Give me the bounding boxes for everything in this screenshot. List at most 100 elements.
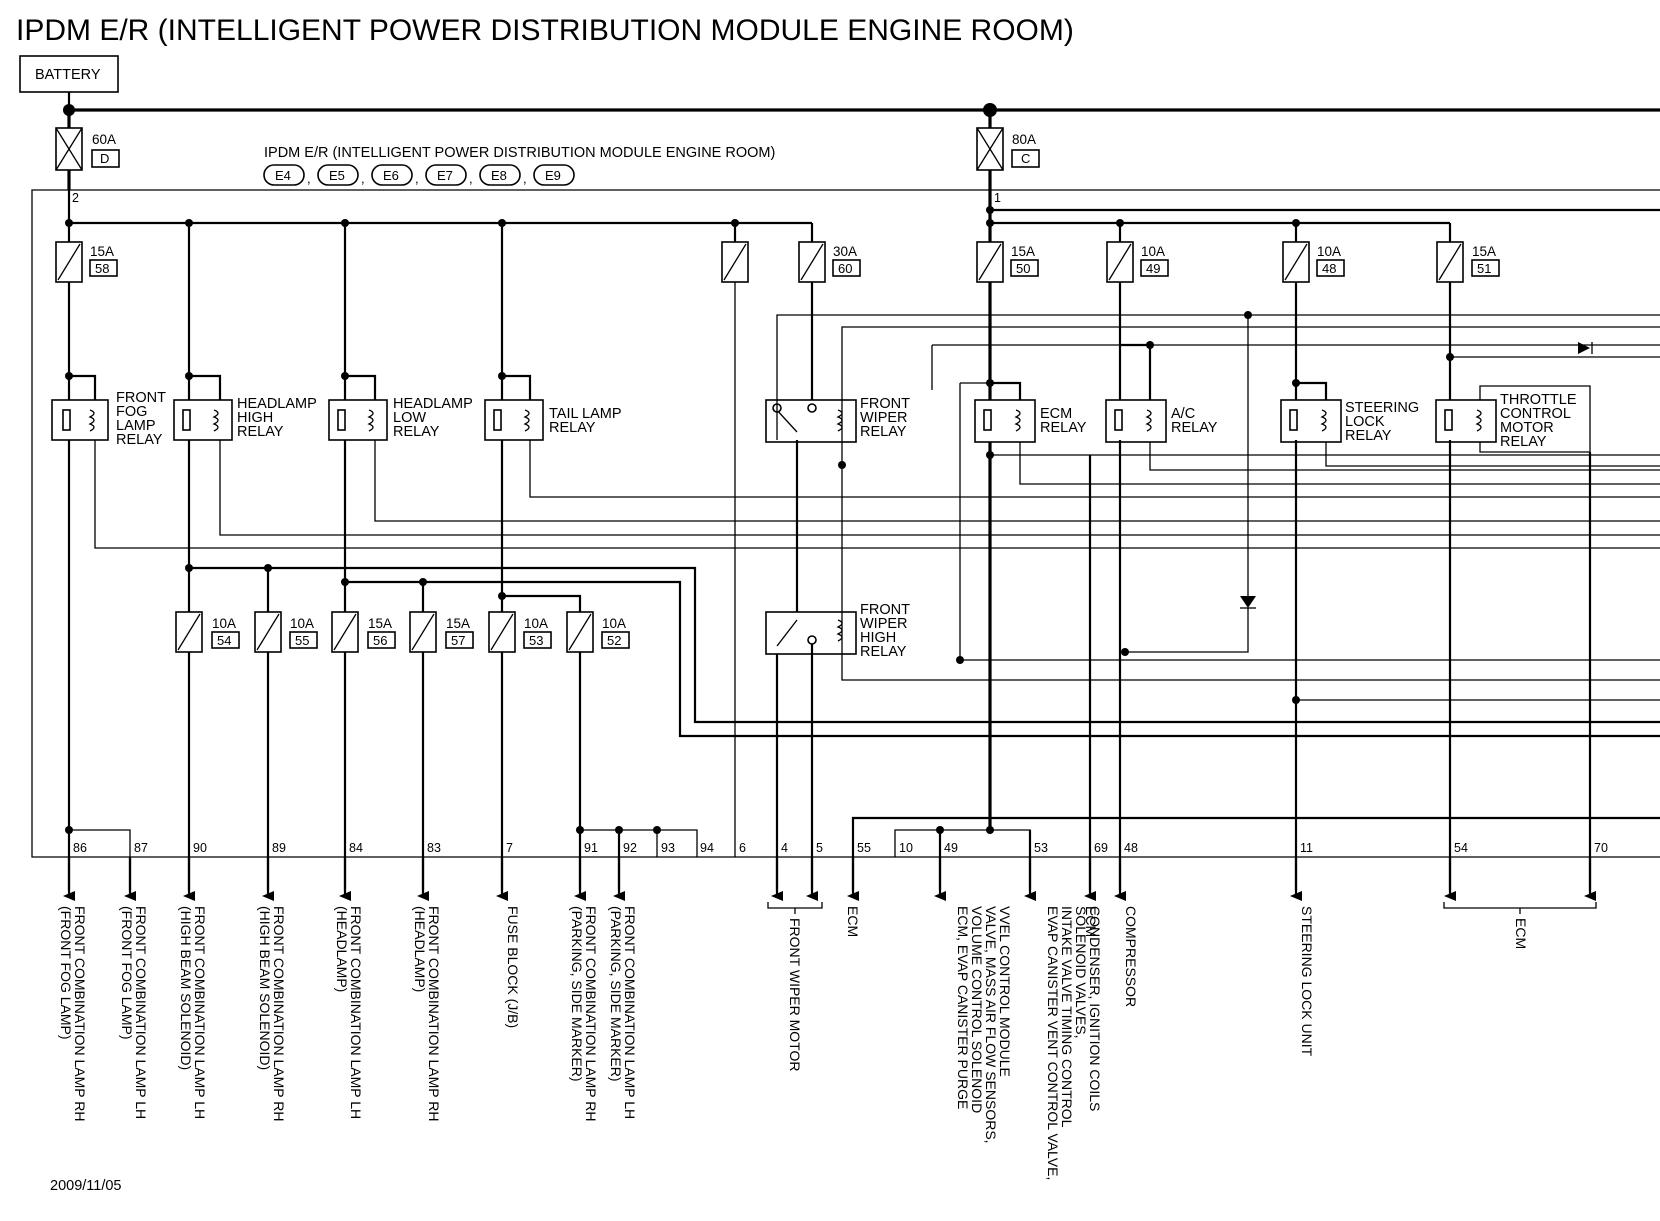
svg-text:10A: 10A (524, 616, 548, 631)
svg-text:89: 89 (272, 841, 286, 855)
svg-text:70: 70 (1594, 841, 1608, 855)
svg-text:53: 53 (1034, 841, 1048, 855)
svg-text:54: 54 (1454, 841, 1468, 855)
svg-text:FRONT: FRONT (860, 602, 910, 618)
svg-text:15A: 15A (1011, 244, 1035, 259)
date-stamp: 2009/11/05 (50, 1178, 122, 1194)
svg-text:10A: 10A (1141, 244, 1165, 259)
svg-text:FRONT COMBINATION LAMP LH(PARK: FRONT COMBINATION LAMP LH(PARKING, SIDE … (608, 906, 638, 1119)
svg-text:92: 92 (623, 841, 637, 855)
svg-text:TAIL LAMP: TAIL LAMP (549, 406, 622, 422)
svg-text:90: 90 (193, 841, 207, 855)
svg-text:6: 6 (739, 841, 746, 855)
svg-text:,: , (415, 171, 419, 186)
svg-text:EVAP CANISTER VENT CONTROL VAL: EVAP CANISTER VENT CONTROL VALVE,INTAKE … (1045, 906, 1103, 1180)
svg-text:MOTOR: MOTOR (1500, 420, 1554, 436)
svg-text:87: 87 (134, 841, 148, 855)
svg-text:RELAY: RELAY (1040, 420, 1087, 436)
svg-text:10A: 10A (290, 616, 314, 631)
svg-text:56: 56 (373, 633, 387, 648)
svg-text:49: 49 (1146, 261, 1160, 276)
svg-text:15A: 15A (90, 244, 114, 259)
svg-text:49: 49 (944, 841, 958, 855)
svg-text:HIGH: HIGH (237, 410, 273, 426)
svg-text:FRONT: FRONT (116, 390, 166, 406)
svg-text:57: 57 (451, 633, 465, 648)
svg-text:RELAY: RELAY (860, 644, 907, 660)
svg-text:30A: 30A (833, 244, 857, 259)
svg-text:WIPER: WIPER (860, 616, 908, 632)
svg-text:,: , (307, 171, 311, 186)
svg-text:83: 83 (427, 841, 441, 855)
svg-text:86: 86 (73, 841, 87, 855)
svg-text:RELAY: RELAY (393, 424, 440, 440)
svg-text:HEADLAMP: HEADLAMP (393, 396, 473, 412)
svg-text:FRONT COMBINATION LAMP RH(PARK: FRONT COMBINATION LAMP RH(PARKING, SIDE … (569, 906, 599, 1121)
svg-text:ECM: ECM (845, 906, 861, 937)
svg-text:C: C (1021, 151, 1030, 166)
svg-text:48: 48 (1322, 261, 1336, 276)
svg-text:94: 94 (700, 841, 714, 855)
svg-text:ECM: ECM (1040, 406, 1072, 422)
svg-text:10: 10 (899, 841, 913, 855)
svg-text:15A: 15A (446, 616, 470, 631)
svg-text:10A: 10A (1317, 244, 1341, 259)
svg-text:69: 69 (1094, 841, 1108, 855)
svg-text:WIPER: WIPER (860, 410, 908, 426)
svg-text:4: 4 (781, 841, 788, 855)
module-label: IPDM E/R (INTELLIGENT POWER DISTRIBUTION… (264, 145, 775, 161)
svg-text:10A: 10A (212, 616, 236, 631)
svg-text:15A: 15A (1472, 244, 1496, 259)
module-boundary (31, 189, 1660, 858)
svg-text:80A: 80A (1012, 132, 1036, 147)
svg-text:RELAY: RELAY (116, 432, 163, 448)
svg-text:THROTTLE: THROTTLE (1500, 392, 1577, 408)
svg-text:RELAY: RELAY (237, 424, 284, 440)
svg-text:E8: E8 (491, 168, 507, 183)
fusible-link-80a: 80A C 1 (976, 110, 1040, 205)
svg-text:58: 58 (95, 261, 109, 276)
svg-text:10A: 10A (602, 616, 626, 631)
svg-text:E4: E4 (275, 168, 291, 183)
svg-text:RELAY: RELAY (860, 424, 907, 440)
svg-text:E5: E5 (329, 168, 345, 183)
fusible-link-60a: 60A D 2 (55, 110, 120, 205)
svg-text:60: 60 (838, 261, 852, 276)
svg-text:LOCK: LOCK (1345, 414, 1385, 430)
svg-text:48: 48 (1124, 841, 1138, 855)
svg-text:11: 11 (1300, 841, 1313, 855)
svg-text:ECM, EVAP CANISTER PURGEVOLUME: ECM, EVAP CANISTER PURGEVOLUME CONTROL S… (955, 906, 1013, 1144)
svg-text:RELAY: RELAY (1500, 434, 1547, 450)
battery-box (19, 55, 119, 93)
svg-text:E6: E6 (383, 168, 399, 183)
svg-text:91: 91 (584, 841, 598, 855)
svg-text:FRONT COMBINATION LAMP LH(HIGH: FRONT COMBINATION LAMP LH(HIGH BEAM SOLE… (178, 906, 208, 1119)
svg-text:COMPRESSOR: COMPRESSOR (1123, 906, 1139, 1007)
svg-text:51: 51 (1477, 261, 1491, 276)
svg-text:FRONT COMBINATION LAMP LH(FRON: FRONT COMBINATION LAMP LH(FRONT FOG LAMP… (119, 906, 149, 1119)
pin-numbers: 86 87 90 89 84 83 7 91 92 93 94 6 4 5 55… (73, 841, 1608, 855)
svg-text:55: 55 (857, 841, 871, 855)
svg-text:LOW: LOW (393, 410, 426, 426)
svg-text:FRONT COMBINATION LAMP RH(HEAD: FRONT COMBINATION LAMP RH(HEADLAMP) (412, 906, 442, 1121)
svg-text:LAMP: LAMP (116, 418, 156, 434)
